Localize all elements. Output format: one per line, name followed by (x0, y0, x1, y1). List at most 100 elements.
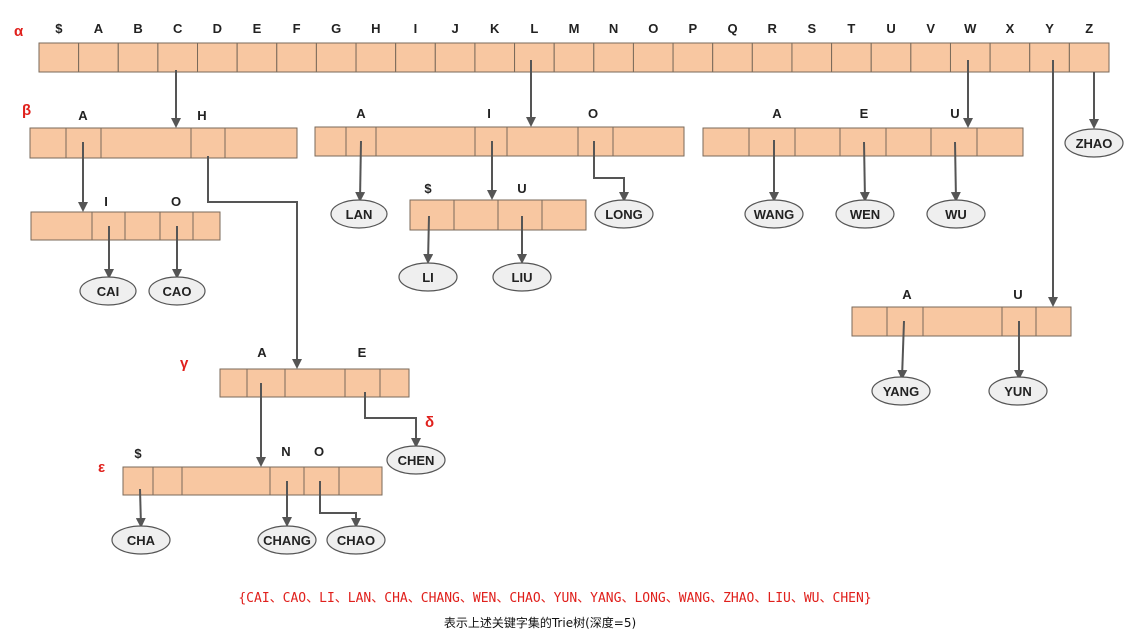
key-label: $ (424, 181, 432, 196)
leaf-chang: CHANG (257, 525, 317, 555)
leaf-label: WEN (850, 207, 880, 222)
node-cell (152, 466, 183, 496)
edge-arrow (355, 140, 366, 202)
root-cell (989, 42, 1031, 73)
root-key-label: H (371, 21, 380, 36)
node-cell (886, 306, 924, 337)
node-cell (851, 306, 888, 337)
node-cell (409, 199, 455, 231)
node-gamma (219, 368, 410, 398)
node-epsilon (122, 466, 383, 496)
root-key-label: A (94, 21, 104, 36)
node-cell (303, 466, 340, 496)
edge-arrow (319, 481, 361, 528)
key-label: A (257, 345, 267, 360)
root-cell (315, 42, 357, 73)
node-cell (976, 127, 1024, 157)
root-cell (553, 42, 595, 73)
keyword-set: {CAI、CAO、LI、LAN、CHA、CHANG、WEN、CHAO、YUN、Y… (238, 591, 872, 606)
leaf-oval (492, 262, 552, 292)
leaf-long: LONG (594, 199, 654, 229)
root-key-label: L (530, 21, 538, 36)
node-cell (748, 127, 796, 157)
figure-caption: 表示上述关键字集的Trie树(深度=5) (443, 616, 637, 630)
node-cell (29, 127, 67, 159)
node-label-delta: δ (425, 414, 434, 431)
root-key-label: K (490, 21, 500, 36)
root-cell (1068, 42, 1110, 73)
node-cell (497, 199, 543, 231)
node-li (409, 199, 587, 231)
leaf-oval (871, 376, 931, 406)
root-key-label: N (609, 21, 618, 36)
root-cell (632, 42, 674, 73)
root-key-label: V (926, 21, 935, 36)
node-cell (922, 306, 1003, 337)
leaf-oval (148, 276, 206, 306)
root-key-label: T (847, 21, 855, 36)
leaf-cha: CHA (111, 525, 171, 555)
root-key-label: E (253, 21, 262, 36)
root-key-label: C (173, 21, 183, 36)
node-cell (375, 126, 476, 157)
node-cell (181, 466, 271, 496)
root-cell (78, 42, 119, 73)
node-cell (1035, 306, 1072, 337)
leaf-label: CHANG (263, 533, 311, 548)
node-cell (100, 127, 192, 159)
root-node (38, 42, 1110, 73)
key-label: $ (134, 446, 142, 461)
leaf-label: WANG (754, 207, 794, 222)
node-ba (30, 211, 221, 241)
node-cell (190, 127, 226, 159)
node-label-beta: β (22, 102, 31, 119)
key-label: U (1013, 287, 1022, 302)
node-cell (30, 211, 93, 241)
node-cell (344, 368, 381, 398)
leaf-label: CHA (127, 533, 156, 548)
root-cell (949, 42, 991, 73)
node-cell (124, 211, 161, 241)
node-cell (224, 127, 298, 159)
root-cell (831, 42, 872, 73)
edge-arrow (423, 215, 434, 264)
root-cell (870, 42, 912, 73)
leaf-oval (398, 262, 458, 292)
leaf-wen: WEN (835, 199, 895, 229)
leaf-cao: CAO (148, 276, 206, 306)
leaf-label: CHAO (337, 533, 375, 548)
root-key-label: $ (55, 21, 63, 36)
edges (78, 60, 1099, 528)
root-key-label: R (767, 21, 777, 36)
node-cell (219, 368, 248, 398)
edge-arrow (859, 141, 870, 202)
edge-arrow (207, 156, 302, 369)
leaf-label: LONG (605, 207, 643, 222)
leaf-oval (330, 199, 388, 229)
key-label: N (281, 444, 290, 459)
root-cell (276, 42, 317, 73)
root-key-label: Z (1085, 21, 1093, 36)
leaf-wu: WU (926, 199, 986, 229)
root-key-label: D (213, 21, 222, 36)
root-key-label: B (133, 21, 142, 36)
root-cell (910, 42, 951, 73)
key-label: I (487, 106, 491, 121)
root-cell (751, 42, 793, 73)
leaf-yang: YANG (871, 376, 931, 406)
root-cell (236, 42, 278, 73)
leaf-label: CAO (163, 284, 192, 299)
key-label: A (772, 106, 782, 121)
root-key-label: I (414, 21, 418, 36)
node-label-alpha: α (14, 23, 24, 40)
root-cell (791, 42, 833, 73)
leaf-oval (257, 525, 317, 555)
edge-arrow (950, 141, 961, 202)
node-cell (314, 126, 347, 157)
root-key-label: S (807, 21, 816, 36)
key-label: O (588, 106, 598, 121)
key-label: U (517, 181, 526, 196)
root-cell (117, 42, 159, 73)
leaf-label: LIU (512, 270, 533, 285)
